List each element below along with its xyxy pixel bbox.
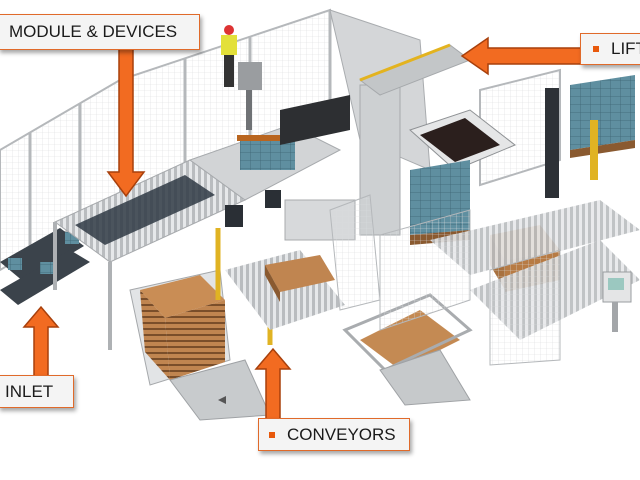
operator-figure bbox=[221, 25, 262, 130]
callout-label: CONVEYORS bbox=[287, 424, 396, 444]
middle-conveyors bbox=[225, 194, 473, 406]
callout-inlet: INLET bbox=[0, 375, 74, 408]
callout-conveyors: CONVEYORS bbox=[258, 418, 410, 451]
arrow-up-icon bbox=[254, 347, 292, 419]
output-pallet-area bbox=[430, 75, 640, 366]
arrow-down-icon bbox=[106, 46, 146, 198]
lift-arrow bbox=[460, 36, 584, 76]
arrow-up-icon bbox=[22, 305, 60, 377]
conveyors-arrow bbox=[254, 347, 292, 419]
module-conveyor bbox=[53, 124, 342, 350]
inlet-arrow bbox=[22, 305, 60, 377]
module-arrow bbox=[106, 46, 146, 198]
arrow-left-icon bbox=[460, 36, 584, 76]
bullet-icon bbox=[593, 46, 599, 52]
callout-label: INLET bbox=[5, 381, 54, 401]
callout-module-devices: MODULE & DEVICES bbox=[0, 14, 200, 50]
lift-structure bbox=[280, 9, 516, 245]
callout-label: LIFT bbox=[611, 39, 640, 58]
callout-lift: LIFT bbox=[580, 33, 640, 65]
callout-label: MODULE & DEVICES bbox=[9, 22, 178, 41]
pallet-dispenser bbox=[129, 228, 273, 421]
bullet-icon bbox=[269, 431, 275, 438]
